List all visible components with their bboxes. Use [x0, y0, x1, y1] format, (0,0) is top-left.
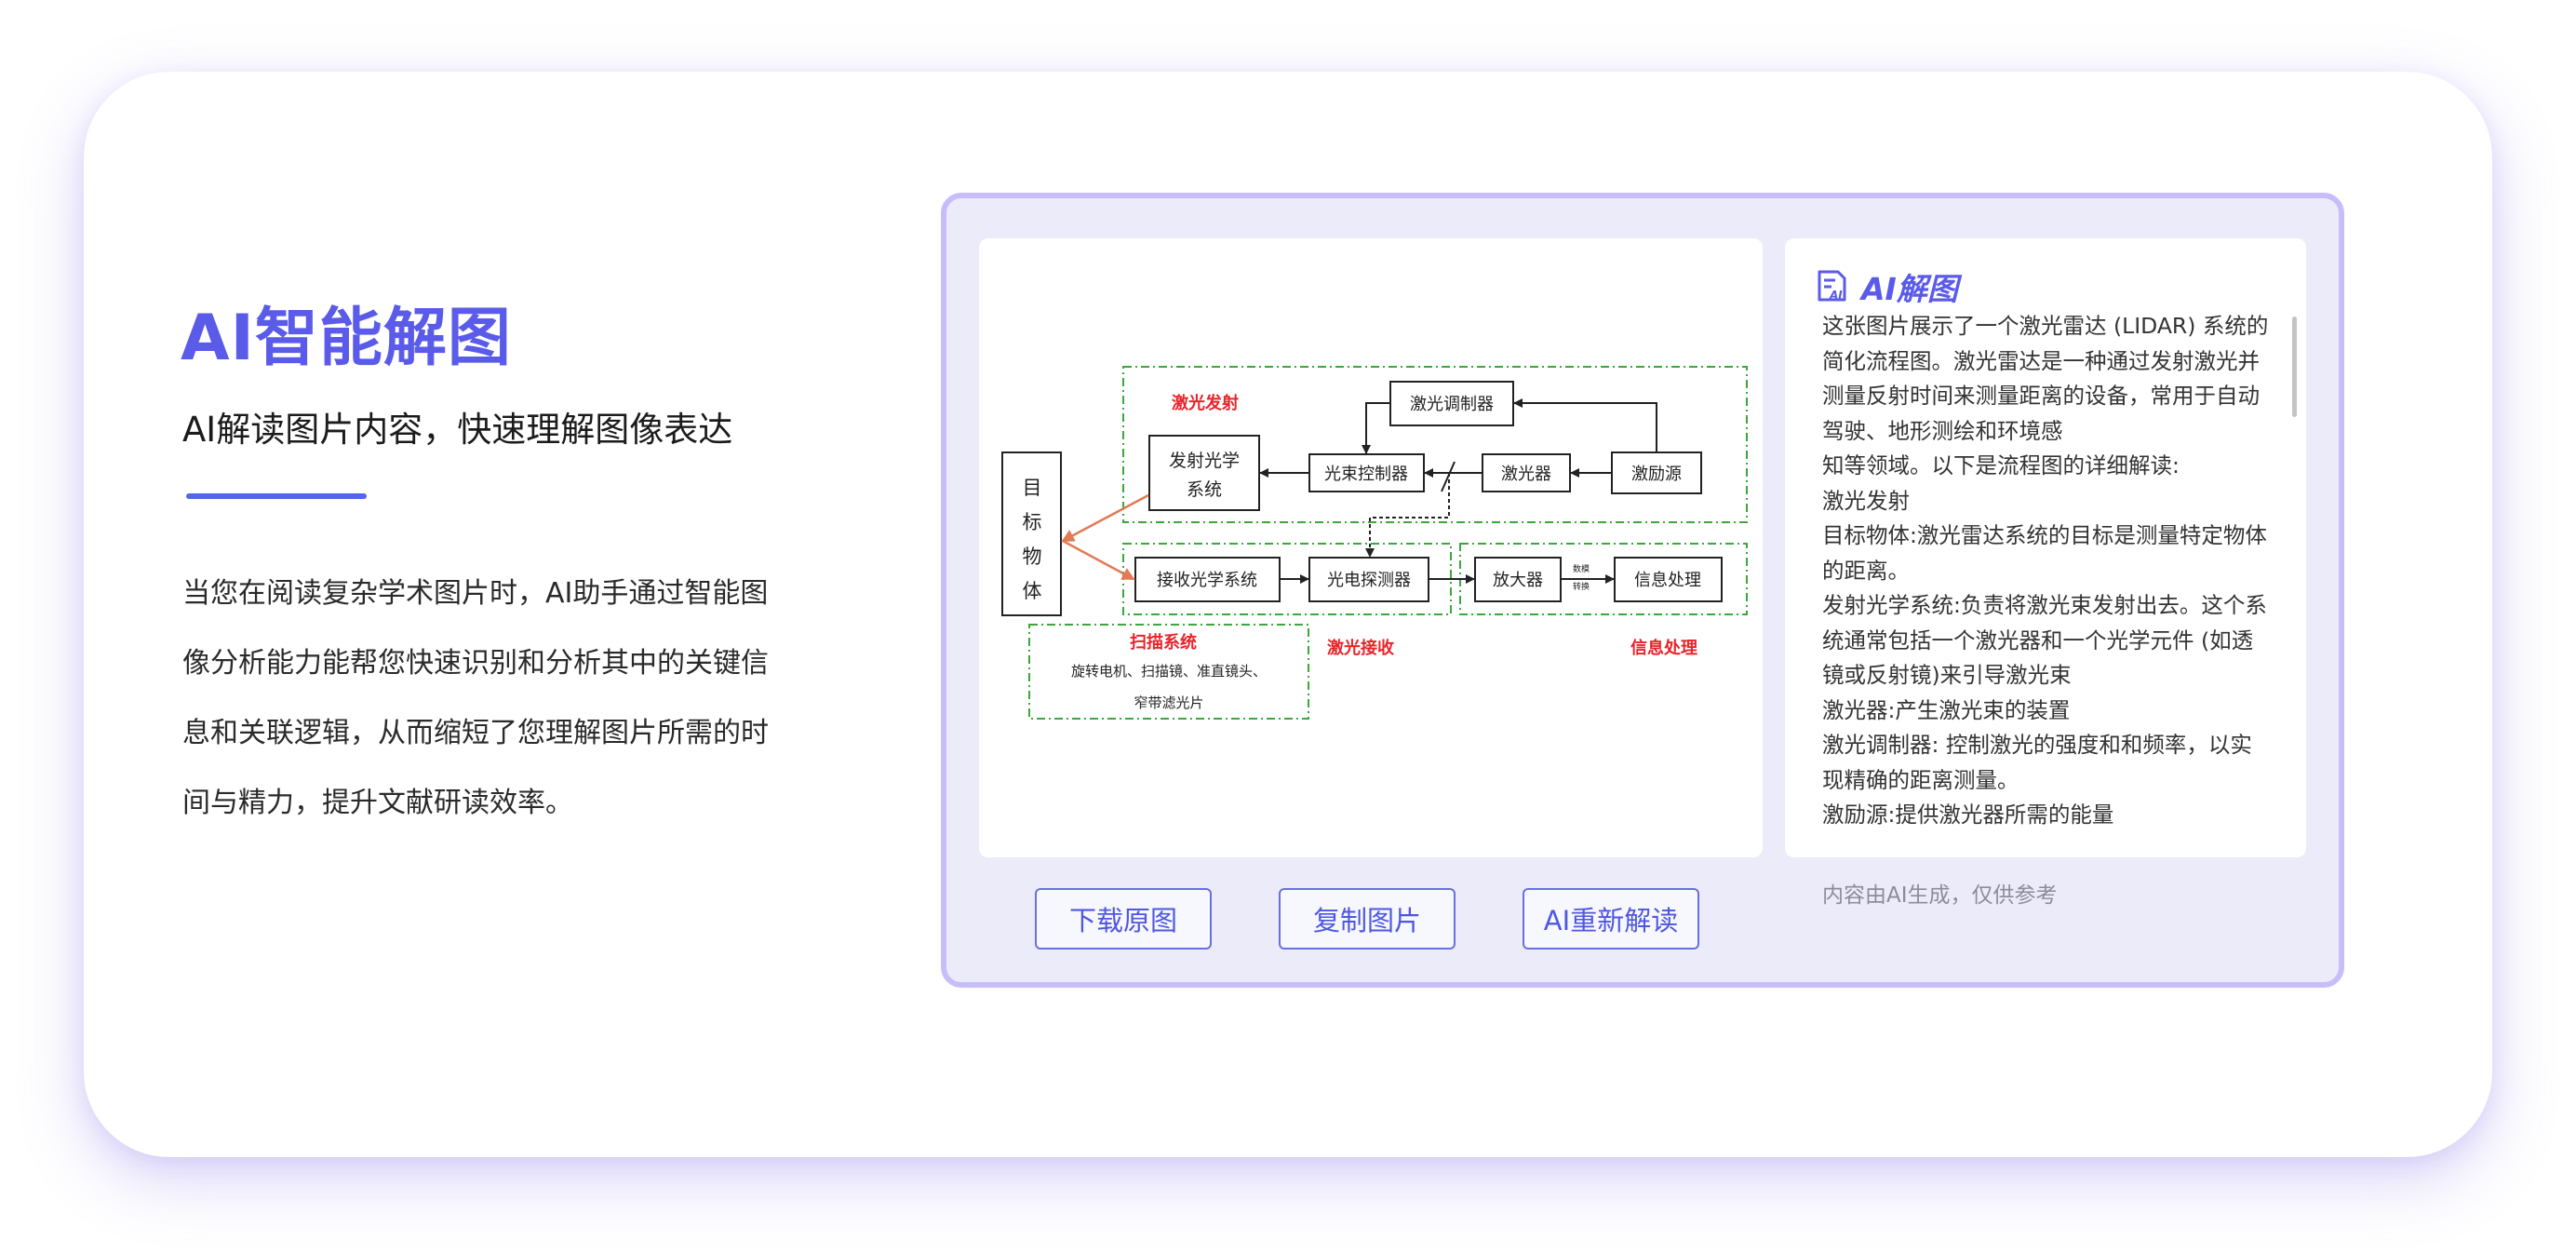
feature-title: AI智能解图 [181, 302, 512, 375]
ai-paragraph: 发射光学系统:负责将激光束发射出去。这个系统通常包括一个激光器和一个光学元件 (… [1822, 592, 2267, 688]
group-process-label: 信息处理 [1630, 638, 1697, 658]
ai-panel-header: AI AI解图 [1813, 261, 1958, 313]
feature-subtitle: AI解读图片内容，快速理解图像表达 [182, 410, 733, 450]
emit-optics-line1: 发射光学 [1169, 451, 1240, 471]
scan-items-line2: 窄带滤光片 [1134, 694, 1203, 711]
copy-image-button[interactable]: 复制图片 [1279, 888, 1456, 950]
ai-paragraph: 激光调制器: 控制激光的强度和和频率，以实现精确的距离测量。 [1822, 732, 2252, 793]
receive-optics-label: 接收光学系统 [1157, 571, 1257, 590]
box-modulator [1389, 381, 1514, 426]
modulator-label: 激光调制器 [1410, 395, 1494, 414]
lidar-flow-diagram: 激光发射 扫描系统 激光接收 信息处理 目 标 物 体 发射光学 系统 光束控制… [1001, 366, 1748, 720]
emit-optics-line2: 系统 [1187, 479, 1222, 500]
feature-description: 当您在阅读复杂学术图片时，AI助手通过智能图像分析能力能帮您快速识别和分析其中的… [182, 577, 769, 819]
target-char-4: 体 [1023, 580, 1042, 602]
ai-interpretation-panel: AI AI解图 这张图片展示了一个激光雷达 (LIDAR) 系统的简化流程图。激… [1785, 238, 2306, 857]
laser-label: 激光器 [1501, 465, 1551, 484]
ai-paragraph: 知等领域。以下是流程图的详细解读: [1822, 452, 2180, 478]
laser-beam-arrows [1061, 493, 1149, 581]
group-scan-outline [1028, 624, 1309, 720]
adc-label-line1: 数模 [1573, 563, 1590, 574]
box-laser [1482, 453, 1571, 492]
ai-paragraph: 激光器:产生激光束的装置 [1822, 696, 2071, 723]
group-emit-outline [1122, 366, 1748, 523]
ai-paragraph: 这张图片展示了一个激光雷达 (LIDAR) 系统的简化流程图。激光雷达是一种通过… [1822, 313, 2269, 444]
title-divider [186, 493, 367, 499]
detector-label: 光电探测器 [1327, 571, 1411, 590]
image-preview[interactable]: 激光发射 扫描系统 激光接收 信息处理 目 标 物 体 发射光学 系统 光束控制… [979, 238, 1763, 857]
download-original-button[interactable]: 下载原图 [1035, 888, 1212, 950]
target-char-1: 目 [1023, 477, 1042, 499]
group-scan-label: 扫描系统 [1130, 632, 1197, 653]
target-char-3: 物 [1023, 546, 1042, 568]
box-signal-processing [1614, 557, 1723, 602]
box-amplifier [1474, 557, 1562, 602]
ai-panel-title: AI解图 [1861, 271, 1958, 307]
group-emit-label: 激光发射 [1172, 393, 1239, 413]
pump-label: 激励源 [1631, 465, 1682, 484]
ai-paragraph: 目标物体:激光雷达系统的目标是测量特定物体的距离。 [1822, 522, 2267, 584]
ai-reinterpret-button[interactable]: AI重新解读 [1523, 888, 1699, 950]
beam-controller-label: 光束控制器 [1324, 465, 1408, 484]
adc-label-line2: 转换 [1573, 581, 1590, 592]
ai-document-icon: AI [1818, 270, 1846, 302]
scan-items-line1: 旋转电机、扫描镜、准直镜头、 [1071, 663, 1267, 680]
ai-paragraph: 激光发射 [1822, 487, 1910, 514]
ai-paragraph: 激励源:提供激光器所需的能量 [1822, 802, 2114, 828]
box-emit-optics [1148, 435, 1260, 511]
ai-panel-scrollbar[interactable] [2292, 317, 2297, 417]
ai-disclaimer: 内容由AI生成，仅供参考 [1822, 883, 2058, 908]
flow-arrows [1259, 398, 1657, 584]
amplifier-label: 放大器 [1493, 571, 1543, 590]
target-char-2: 标 [1023, 511, 1042, 533]
svg-text:AI: AI [1829, 289, 1843, 302]
ai-panel-content: 这张图片展示了一个激光雷达 (LIDAR) 系统的简化流程图。激光雷达是一种通过… [1822, 309, 2271, 833]
box-receive-optics [1134, 557, 1281, 602]
box-target [1001, 451, 1062, 616]
group-receive-label: 激光接收 [1327, 638, 1394, 658]
signal-processing-label: 信息处理 [1634, 571, 1701, 590]
